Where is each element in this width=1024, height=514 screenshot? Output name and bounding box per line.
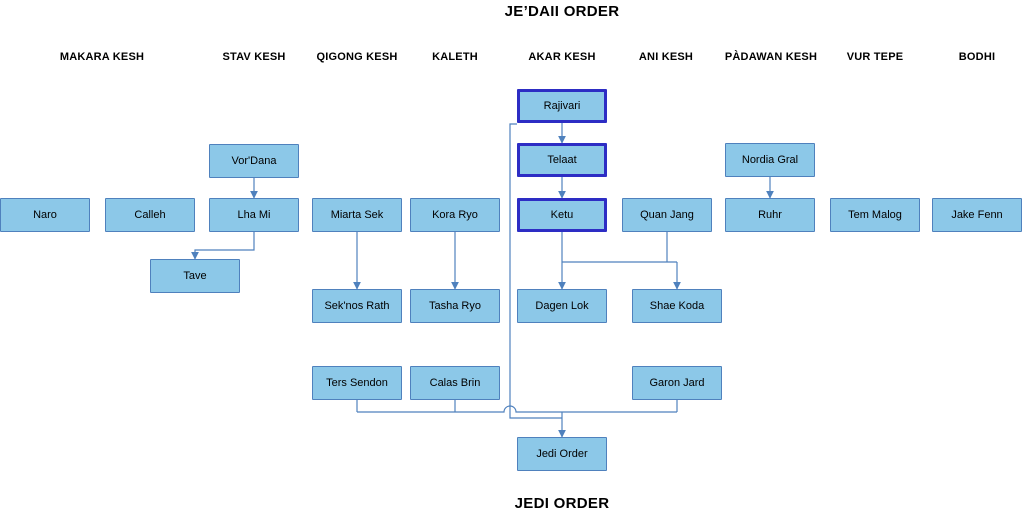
node-seknos-rath: Sek'nos Rath xyxy=(312,289,402,323)
node-calas-brin: Calas Brin xyxy=(410,366,500,400)
node-vordana: Vor'Dana xyxy=(209,144,299,178)
node-kora-ryo: Kora Ryo xyxy=(410,198,500,232)
column-header-bodhi: BODHI xyxy=(958,51,996,63)
column-header-makara-kesh: MAKARA KESH xyxy=(59,51,145,63)
column-header-p-dawan-kesh: PÀDAWAN KESH xyxy=(724,51,818,63)
node-garon-jard: Garon Jard xyxy=(632,366,722,400)
column-header-kaleth: KALETH xyxy=(432,51,478,63)
column-header-ani-kesh: ANI KESH xyxy=(638,51,694,63)
node-shae-koda: Shae Koda xyxy=(632,289,722,323)
column-header-qigong-kesh: QIGONG KESH xyxy=(316,51,398,63)
node-nordia-gral: Nordia Gral xyxy=(725,143,815,177)
column-header-akar-kesh: AKAR KESH xyxy=(528,51,596,63)
node-miarta-sek: Miarta Sek xyxy=(312,198,402,232)
node-telaat: Telaat xyxy=(517,143,607,177)
edge-lhami-to-tave xyxy=(191,232,255,260)
node-tem-malog: Tem Malog xyxy=(830,198,920,232)
node-tave: Tave xyxy=(150,259,240,293)
node-ters-sendon: Ters Sendon xyxy=(312,366,402,400)
diagram-title-bottom: JEDI ORDER xyxy=(514,495,610,512)
diagram-title-top: JE’DAII ORDER xyxy=(504,3,620,20)
node-tasha-ryo: Tasha Ryo xyxy=(410,289,500,323)
node-naro: Naro xyxy=(0,198,90,232)
node-dagen-lok: Dagen Lok xyxy=(517,289,607,323)
node-quan-jang: Quan Jang xyxy=(622,198,712,232)
node-ketu: Ketu xyxy=(517,198,607,232)
node-jake-fenn: Jake Fenn xyxy=(932,198,1022,232)
node-rajivari: Rajivari xyxy=(517,89,607,123)
edge-rajivari-long-line xyxy=(509,123,562,419)
node-lha-mi: Lha Mi xyxy=(209,198,299,232)
node-calleh: Calleh xyxy=(105,198,195,232)
node-ruhr: Ruhr xyxy=(725,198,815,232)
column-header-stav-kesh: STAV KESH xyxy=(222,51,286,63)
column-header-vur-tepe: VUR TEPE xyxy=(846,51,904,63)
edge-collector-horizontal-with-hop xyxy=(357,405,677,413)
node-jedi-order: Jedi Order xyxy=(517,437,607,471)
